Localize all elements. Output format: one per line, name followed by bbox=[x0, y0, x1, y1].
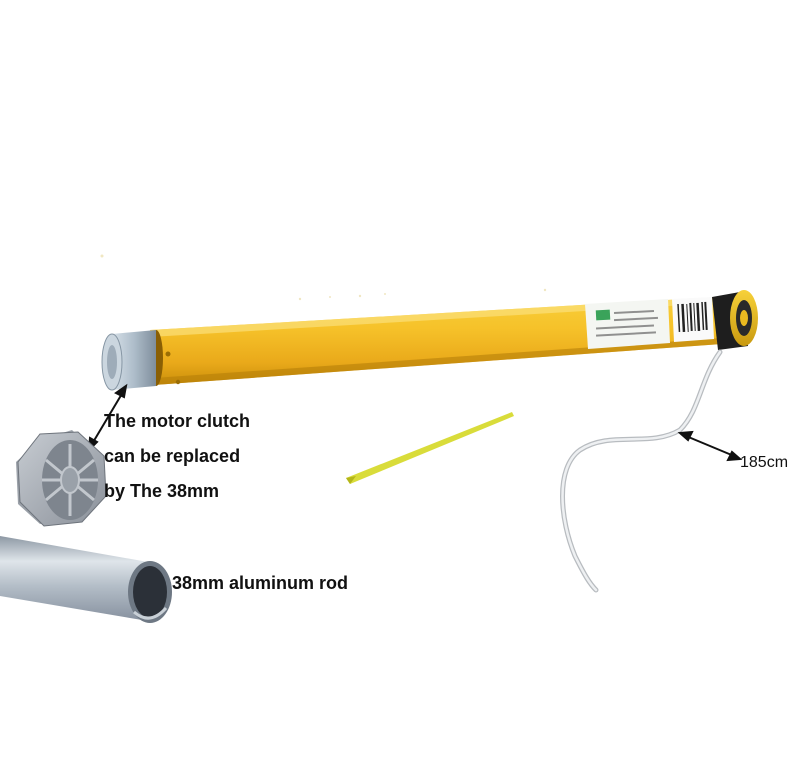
aluminum-rod-icon bbox=[0, 536, 172, 623]
antenna-wire-icon bbox=[346, 412, 514, 484]
clutch-callout-line-3: by The 38mm bbox=[104, 481, 220, 501]
power-cable-icon bbox=[560, 349, 723, 593]
background-specks bbox=[100, 254, 547, 301]
tubular-motor-icon bbox=[150, 290, 758, 385]
clutch-callout: The motor clutch can be replaced by The … bbox=[104, 404, 250, 509]
cable-length-arrow bbox=[677, 430, 743, 462]
clutch-callout-line-2: can be replaced bbox=[104, 446, 241, 466]
rod-callout: 38mm aluminum rod bbox=[172, 573, 349, 593]
clutch-ring-icon bbox=[101, 330, 163, 391]
cable-length-callout: 185cm bbox=[740, 454, 789, 471]
octagonal-adapter-icon bbox=[16, 430, 107, 527]
clutch-callout-line-1: The motor clutch bbox=[104, 411, 251, 431]
